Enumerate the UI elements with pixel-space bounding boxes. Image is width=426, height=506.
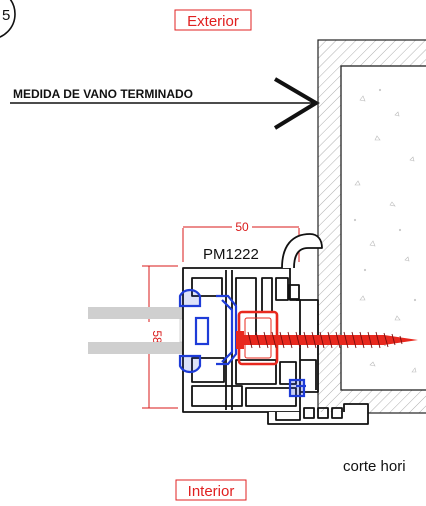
height-dimension-value: 58 [150, 330, 164, 344]
interior-label: Interior [175, 479, 247, 501]
arrow-head-icon [273, 77, 320, 130]
exterior-label: Exterior [174, 9, 252, 31]
detail-callout-circle: 5 [0, 0, 16, 38]
concrete-texture [353, 88, 417, 373]
exterior-label-text: Exterior [187, 13, 239, 30]
height-dimension: 58 [142, 265, 178, 409]
width-dimension: 50 [182, 220, 300, 262]
opening-measure-text: MEDIDA DE VANO TERMINADO [13, 87, 193, 101]
wall-section [317, 39, 426, 414]
width-dimension-value: 50 [235, 220, 249, 234]
section-caption: corte hori [343, 458, 406, 475]
profile-code-label: PM1222 [203, 246, 259, 263]
interior-label-text: Interior [188, 483, 235, 500]
detail-callout-number: 5 [2, 7, 10, 24]
blue-seals [178, 288, 306, 398]
opening-measure-label: MEDIDA DE VANO TERMINADO [10, 77, 320, 130]
fixing-screw-icon [236, 331, 418, 349]
